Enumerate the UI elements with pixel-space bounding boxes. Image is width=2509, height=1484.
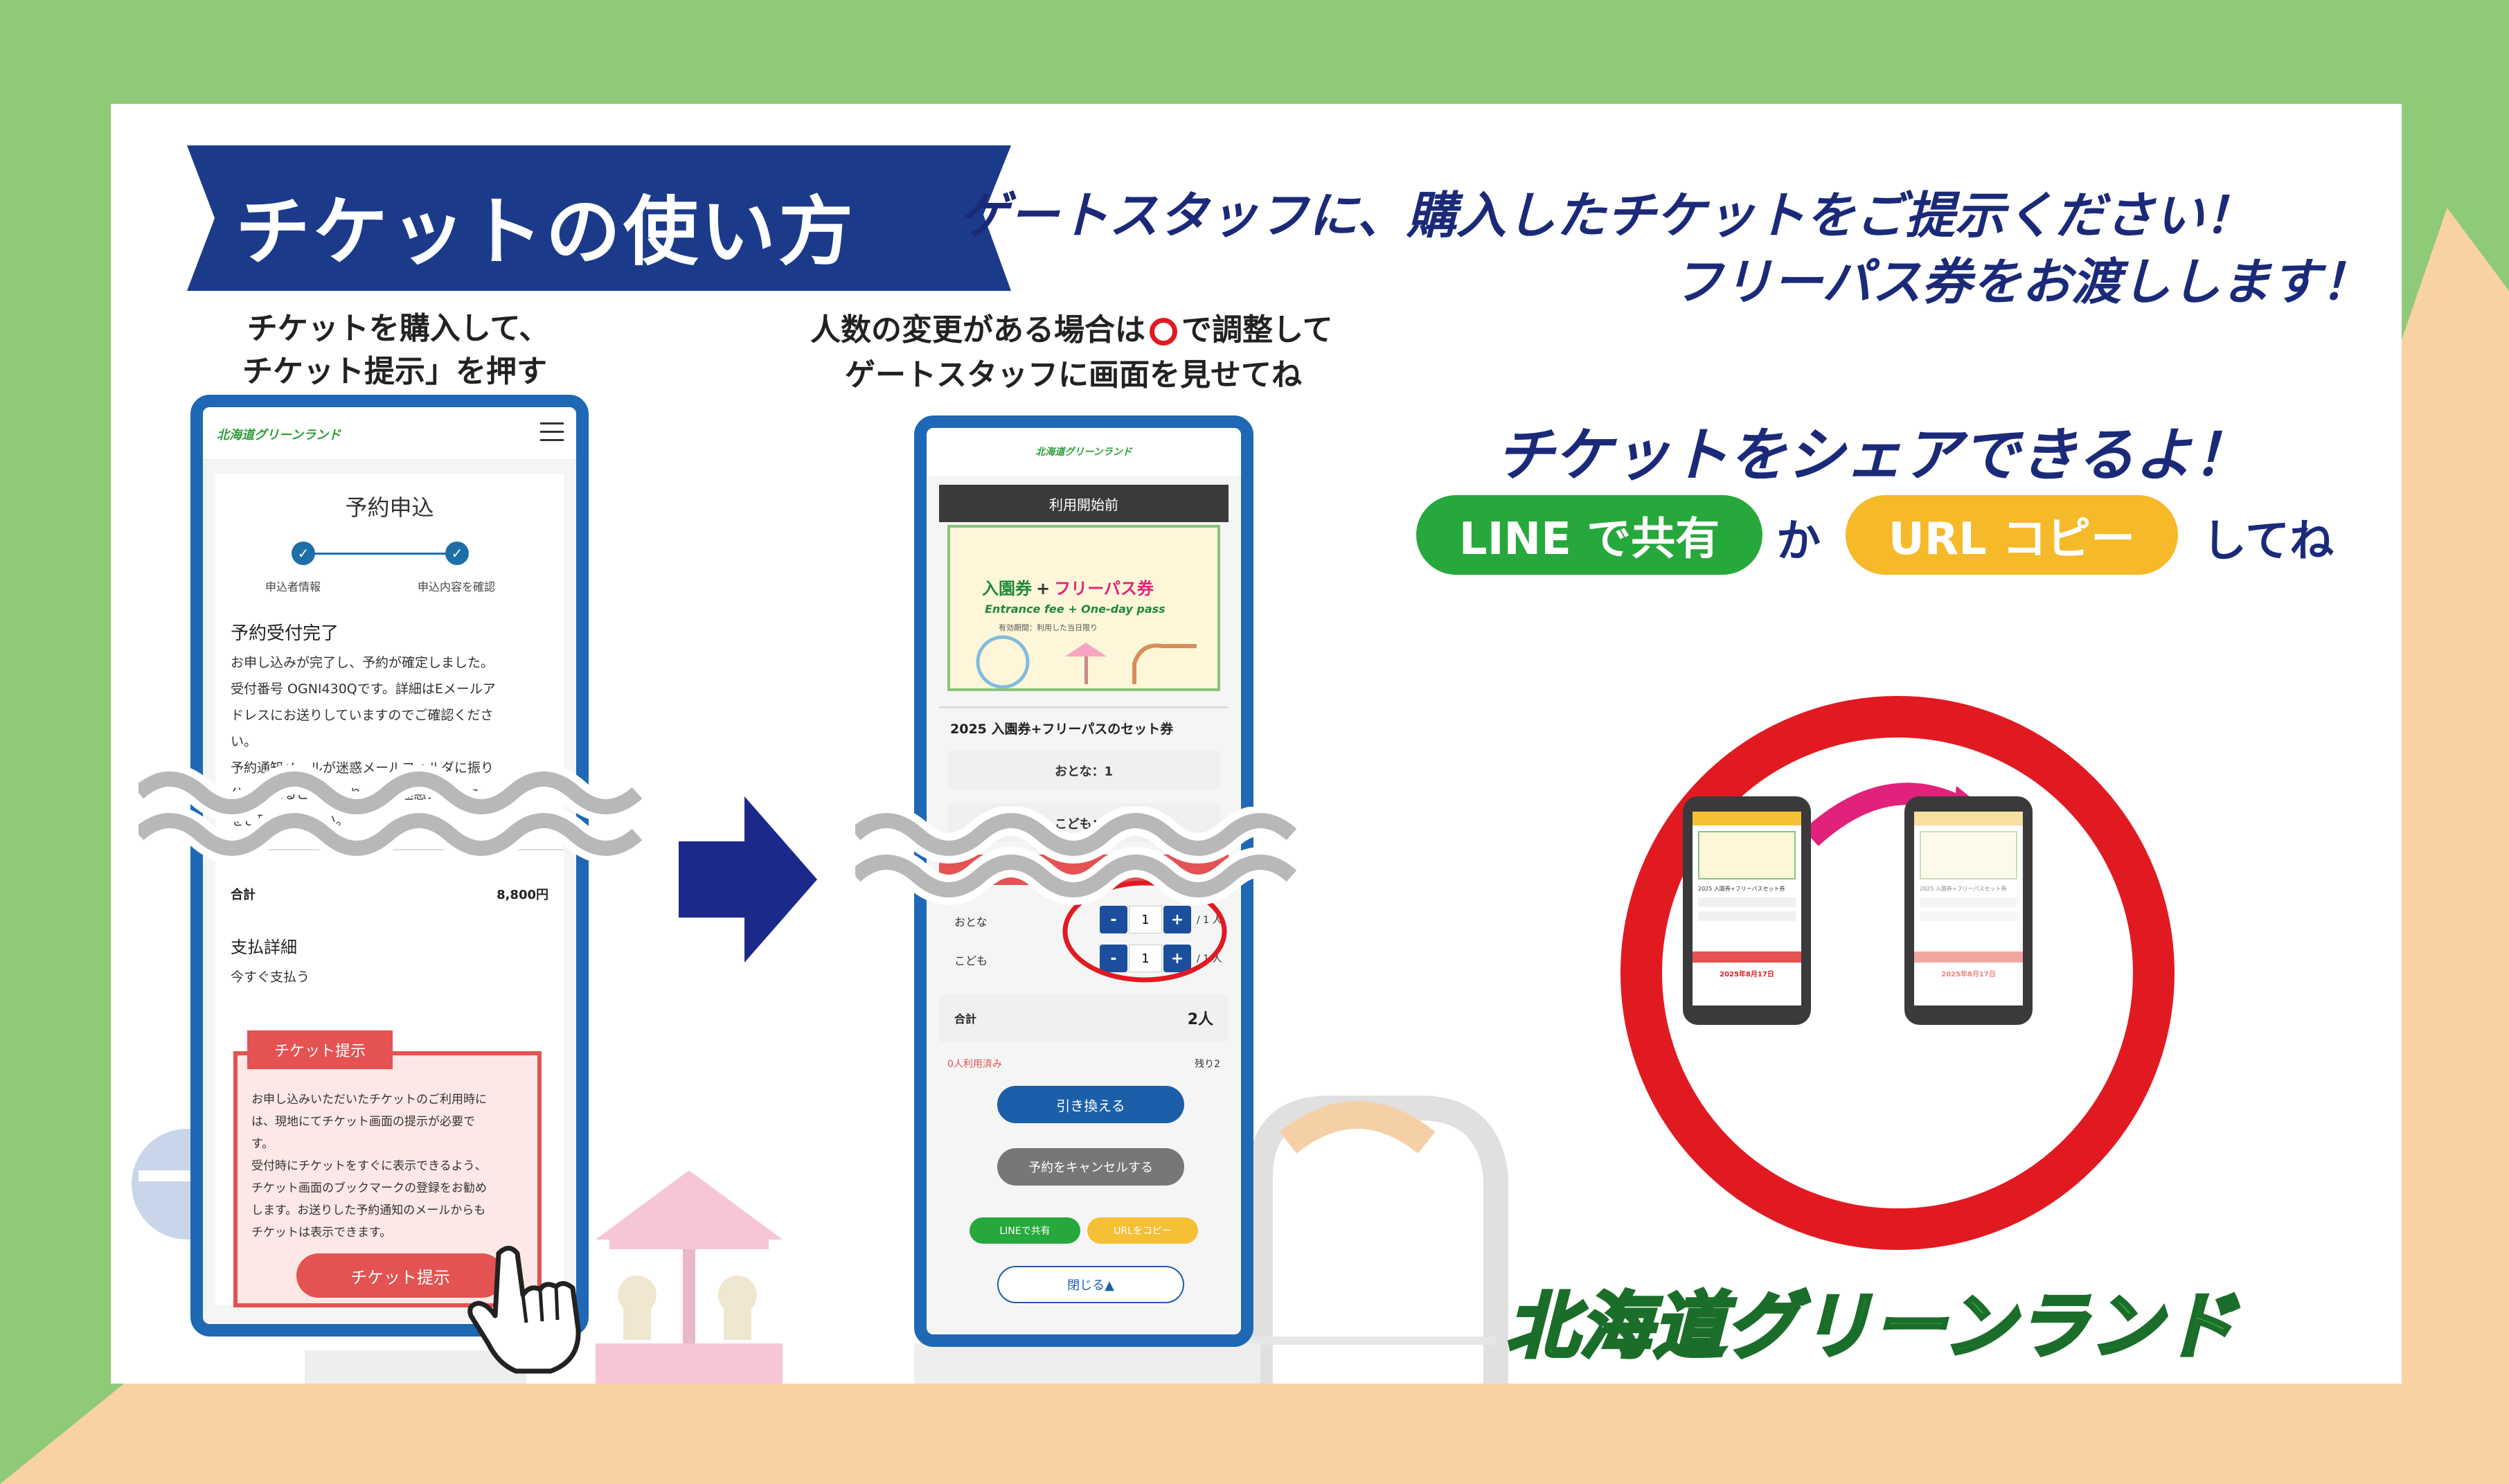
body-line: い。	[231, 734, 258, 749]
ticket-line: は、現地にてチケット画面の提示が必要で	[251, 1115, 475, 1129]
step-check-icon: ✓	[445, 542, 469, 565]
child-minus-button[interactable]: -	[1100, 945, 1127, 972]
close-button[interactable]: 閉じる▲	[997, 1266, 1184, 1303]
banner-title: チケットの使い方	[235, 189, 857, 276]
used-label: 0人利用済み	[947, 1059, 1002, 1070]
step2-caption-line2: ゲートスタッフに画面を見せてね	[845, 357, 1302, 393]
exchange-button[interactable]: 引き換える	[997, 1086, 1184, 1123]
phone1-page-title: 予約申込	[345, 494, 434, 521]
mini-left-product: 2025 入園券+フリーパスセット券	[1698, 886, 1785, 892]
step1-caption-line1: チケットを購入して、	[247, 311, 550, 346]
ticket-title-a: 入園券	[982, 579, 1032, 598]
step2-caption-line1: 人数の変更がある場合はで調整して	[810, 305, 1333, 349]
content-panel: チケットの使い方 ゲートスタッフに、購入したチケットをご提示ください！ フリーパ…	[111, 104, 2402, 1384]
counter-adult-max: / 1 人	[1197, 915, 1222, 926]
child-plus-button[interactable]: +	[1163, 945, 1191, 972]
ticket-image	[947, 525, 1220, 691]
line-share-button[interactable]: LINEで共有	[970, 1217, 1080, 1244]
adult-minus-button[interactable]: -	[1100, 906, 1127, 933]
share-connector: か	[1776, 516, 1821, 567]
mini-phone-right: 2025 入園券+フリーパスセット券 2025年8月17日	[1904, 796, 2033, 1025]
counter-child-label: こども	[954, 954, 988, 967]
share-suffix: してね	[2202, 516, 2334, 567]
mini-left-date: 2025年8月17日	[1720, 971, 1774, 978]
status-bar: 利用開始前	[939, 485, 1229, 522]
body-line: 受付番号 OGNI430Qです。詳細はEメールア	[231, 681, 496, 697]
ticket-title: 入園券+フリーパス券	[982, 575, 1154, 599]
ticket-tab: チケット提示	[247, 1030, 393, 1069]
step1-caption-line2: チケット提示」を押す	[242, 354, 547, 389]
wavy-break-lines	[855, 807, 1302, 905]
child-count: 1	[1129, 945, 1162, 972]
phone1-total-label: 合計	[231, 888, 256, 902]
title-banner	[187, 145, 1011, 291]
hamburger-menu-icon[interactable]	[540, 422, 564, 442]
right-arrow-icon	[679, 796, 817, 963]
ticket-title-b: フリーパス券	[1054, 579, 1154, 598]
adult-count: 1	[1129, 906, 1162, 933]
highlight-ellipse	[1062, 880, 1227, 983]
ticket-present-button[interactable]: チケット提示	[296, 1253, 504, 1298]
ticket-subtitle: Entrance fee + One-day pass	[985, 602, 1166, 616]
red-circle-icon	[1150, 318, 1177, 346]
phone1-total-value: 8,800円	[497, 888, 548, 902]
complete-heading: 予約受付完了	[231, 623, 339, 644]
lead-line-1: ゲートスタッフに、購入したチケットをご提示ください！	[959, 186, 2254, 244]
line-share-pill: LINE で共有	[1416, 495, 1762, 575]
phone2-total-label: 合計	[954, 1012, 977, 1026]
step2-caption-b: で調整して	[1181, 312, 1333, 348]
ticket-line: チケットは表示できます。	[251, 1226, 392, 1240]
wavy-break-lines	[139, 765, 648, 864]
brand-logo: 北海道グリーンランド	[1505, 1282, 2238, 1370]
step2-caption-a: 人数の変更がある場合は	[810, 312, 1145, 348]
url-copy-button[interactable]: URLをコピー	[1087, 1217, 1198, 1244]
body-line: お申し込みが完了し、予約が確定しました。	[231, 655, 494, 670]
mini-phone-left: 2025 入園券+フリーパスセット券 2025年8月17日	[1683, 796, 1811, 1025]
lead-line-2: フリーパス券をお渡しします！	[1672, 253, 2370, 311]
body-line: ドレスにお送りしていますのでご確認くださ	[231, 708, 494, 723]
ticket-line: します。お送りした予約通知のメールからも	[251, 1204, 486, 1217]
phone1-header-logo: 北海道グリーンランド	[217, 428, 341, 442]
adult-plus-button[interactable]: +	[1163, 906, 1191, 933]
payment-value: 今すぐ支払う	[231, 969, 310, 985]
mini-right-date: 2025年8月17日	[1941, 971, 1996, 978]
phone-booking-screen: 北海道グリーンランド 予約申込 ✓ ✓ 申込者情報 申込内容を確認 予約受付完了…	[190, 395, 589, 1337]
cancel-reservation-button[interactable]: 予約をキャンセルする	[997, 1148, 1184, 1186]
ticket-ride-illustration	[976, 635, 1197, 688]
phone2-header-logo: 北海道グリーンランド	[1035, 447, 1132, 458]
adult-row: おとな：1	[1055, 765, 1113, 779]
ticket-note: 有効期間：利用した当日限り	[999, 623, 1098, 632]
step-label-confirm: 申込内容を確認	[418, 580, 496, 593]
ticket-line: チケット画面のブックマークの登録をお勧め	[251, 1181, 487, 1195]
park-decorations	[132, 1096, 1508, 1384]
ticket-line: お申し込みいただいたチケットのご利用時に	[251, 1093, 487, 1107]
product-name: 2025 入園券+フリーパスのセット券	[950, 722, 1174, 737]
ticket-title-plus: +	[1036, 579, 1051, 598]
hand-pointer-icon	[467, 1246, 581, 1374]
payment-heading: 支払詳細	[231, 938, 297, 957]
mini-right-product: 2025 入園券+フリーパスセット券	[1920, 886, 2007, 892]
phone2-total-value: 2人	[1187, 1011, 1213, 1028]
share-title: チケットをシェアできるよ！	[1495, 421, 2251, 489]
ticket-line: 受付時にチケットをすぐに表示できるよう、	[251, 1159, 487, 1173]
ticket-line: す。	[251, 1137, 274, 1151]
counter-adult-label: おとな	[954, 915, 988, 929]
step-label-applicant: 申込者情報	[265, 580, 321, 593]
url-copy-pill: URL コピー	[1846, 495, 2178, 575]
remaining-label: 残り2	[1195, 1059, 1220, 1070]
step-check-icon: ✓	[292, 542, 315, 565]
